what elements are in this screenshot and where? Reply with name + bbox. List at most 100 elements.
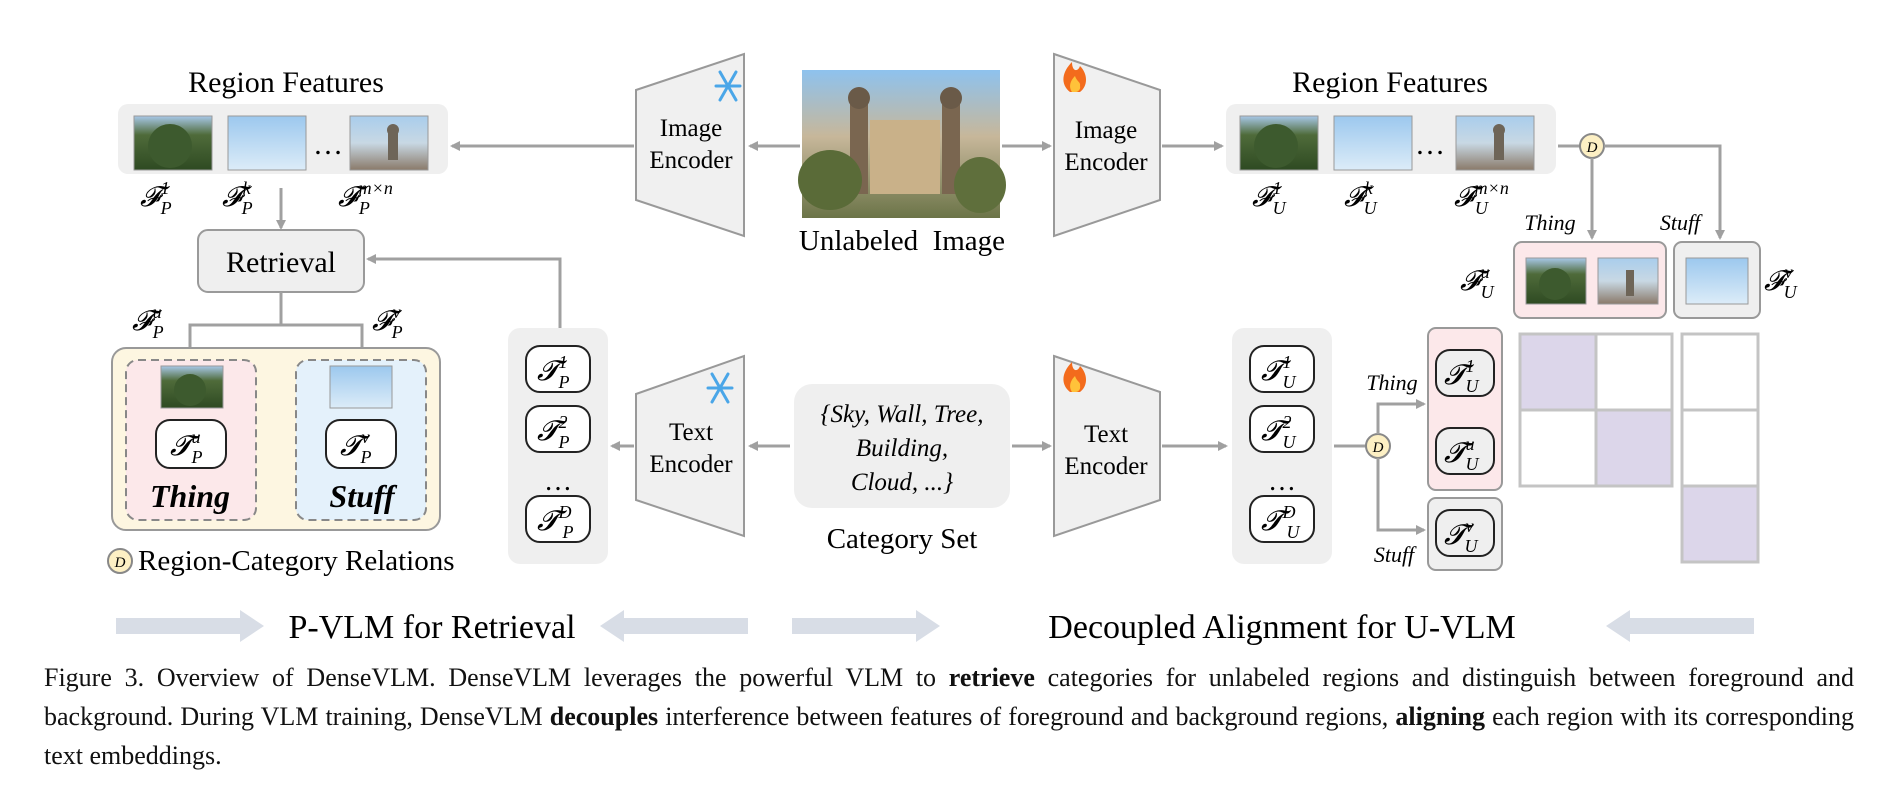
snowflake-icon xyxy=(706,372,734,404)
right-text-encoder-line2: Encoder xyxy=(1064,453,1148,480)
big-arrow-left-1 xyxy=(600,610,748,642)
arrow-d-to-stuff-features xyxy=(1604,144,1725,240)
left-region-thumb-sky xyxy=(227,115,307,171)
big-arrow-left-2 xyxy=(1606,610,1754,642)
svg-text:𝓣vP: 𝓣vP xyxy=(340,427,371,467)
category-set-box xyxy=(794,384,1010,508)
right-region-dots: … xyxy=(1415,128,1445,161)
arrow-text-to-retrieval xyxy=(366,254,562,328)
unlabeled-image-label: Unlabeled Image xyxy=(799,225,1005,257)
svg-text:𝓣1P: 𝓣1P xyxy=(537,352,569,392)
left-text-encoder xyxy=(635,354,745,538)
snowflake-icon xyxy=(714,70,742,102)
svg-text:𝓣2P: 𝓣2P xyxy=(537,412,569,452)
decoupled-alignment-label: Decoupled Alignment for U-VLM xyxy=(1048,609,1515,646)
left-thing-label: Thing xyxy=(150,478,230,514)
stuff-feature-thumb xyxy=(1685,257,1749,305)
svg-text:…: … xyxy=(1268,466,1296,497)
thing-feature-thumb-1 xyxy=(1525,257,1587,305)
category-line-3: Cloud, ...} xyxy=(851,469,953,496)
big-arrow-right-1 xyxy=(116,610,264,642)
svg-text:𝓣DP: 𝓣DP xyxy=(537,502,573,542)
right-region-thumb-building xyxy=(1455,115,1535,171)
p-vlm-label: P-VLM for Retrieval xyxy=(288,609,575,646)
svg-text:𝓣uP: 𝓣uP xyxy=(170,427,202,467)
right-region-thumb-tree xyxy=(1239,115,1319,171)
left-image-encoder-line1: Image xyxy=(660,115,722,142)
svg-text:𝓕vP: 𝓕vP xyxy=(372,302,403,342)
legend-d-letter: D xyxy=(114,555,126,571)
svg-text:𝓣vU: 𝓣vU xyxy=(1444,516,1478,556)
caption-part-4: each region with its corresponding text … xyxy=(44,702,1855,770)
svg-text:𝓣1U: 𝓣1U xyxy=(1444,356,1479,396)
right-text-encoder-line1: Text xyxy=(1084,421,1128,448)
svg-text:𝓕1U: 𝓕1U xyxy=(1252,178,1287,218)
left-text-encoder-line2: Encoder xyxy=(649,451,733,478)
left-stuff-label: Stuff xyxy=(329,478,398,514)
figure-caption: Figure 3. Overview of DenseVLM. DenseVLM… xyxy=(44,658,1854,775)
caption-part-1: Figure 3. Overview of DenseVLM. DenseVLM… xyxy=(44,663,949,692)
arrow-d-to-thing-text xyxy=(1376,399,1426,434)
svg-text:𝓕m×nP: 𝓕m×nP xyxy=(338,178,393,218)
right-thing-feat-label: Thing xyxy=(1524,210,1575,235)
arrow-d-to-stuff-text xyxy=(1376,458,1426,535)
svg-text:𝓕uP: 𝓕uP xyxy=(132,302,164,342)
fire-icon xyxy=(1063,62,1086,92)
right-stuff-feat-label: Stuff xyxy=(1660,210,1703,235)
right-image-encoder xyxy=(1053,52,1161,238)
svg-text:𝓣uU: 𝓣uU xyxy=(1444,434,1479,474)
caption-part-3: interference between features of foregro… xyxy=(658,702,1396,731)
stuff-alignment-matrix xyxy=(1680,332,1760,564)
right-region-features-title: Region Features xyxy=(1292,66,1488,99)
category-line-1: {Sky, Wall, Tree, xyxy=(820,401,983,428)
svg-text:𝓕1P: 𝓕1P xyxy=(140,178,172,218)
left-region-thumb-building xyxy=(349,115,429,171)
svg-text:𝓕vU: 𝓕vU xyxy=(1764,262,1798,302)
svg-text:…: … xyxy=(544,466,572,497)
caption-part-2: categories for unlabeled regions and dis… xyxy=(44,663,1854,731)
caption-bold-aligning: aligning xyxy=(1395,702,1485,731)
relations-legend-label: Region-Category Relations xyxy=(138,545,455,577)
left-region-features-title: Region Features xyxy=(188,66,384,99)
retrieval-label: Retrieval xyxy=(226,246,336,279)
stuff-thumb xyxy=(329,365,393,409)
right-region-thumb-sky xyxy=(1333,115,1413,171)
caption-bold-decouples: decouples xyxy=(549,702,659,731)
right-image-encoder-line1: Image xyxy=(1075,117,1137,144)
legend-d-icon xyxy=(107,548,133,574)
svg-text:𝓕m×nU: 𝓕m×nU xyxy=(1454,178,1509,218)
big-arrow-right-2 xyxy=(792,610,940,642)
d-node-image-letter: D xyxy=(1586,140,1598,156)
left-image-encoder xyxy=(635,52,745,238)
right-image-encoder-line2: Encoder xyxy=(1064,149,1148,176)
category-line-2: Building, xyxy=(856,435,948,462)
caption-bold-retrieve: retrieve xyxy=(948,663,1035,692)
svg-text:𝓣2U: 𝓣2U xyxy=(1261,412,1296,452)
right-text-encoder xyxy=(1053,354,1161,538)
unlabeled-image xyxy=(798,70,1006,218)
svg-text:𝓣1U: 𝓣1U xyxy=(1261,352,1296,392)
category-set-label: Category Set xyxy=(827,523,978,555)
thing-alignment-matrix xyxy=(1518,332,1674,488)
left-region-dots: … xyxy=(313,128,343,161)
fire-icon xyxy=(1063,362,1086,392)
right-stuff-text-label: Stuff xyxy=(1374,542,1417,567)
svg-text:𝓕kP: 𝓕kP xyxy=(222,178,253,218)
svg-text:𝓕kU: 𝓕kU xyxy=(1344,178,1378,218)
right-thing-text-label: Thing xyxy=(1366,370,1417,395)
category-set-items: {Sky, Wall, Tree, Building, Cloud, ...} xyxy=(820,401,983,496)
d-node-text-letter: D xyxy=(1372,440,1384,456)
left-image-encoder-line2: Encoder xyxy=(649,147,733,174)
thing-thumb xyxy=(160,365,224,409)
svg-text:𝓕uU: 𝓕uU xyxy=(1460,262,1495,302)
